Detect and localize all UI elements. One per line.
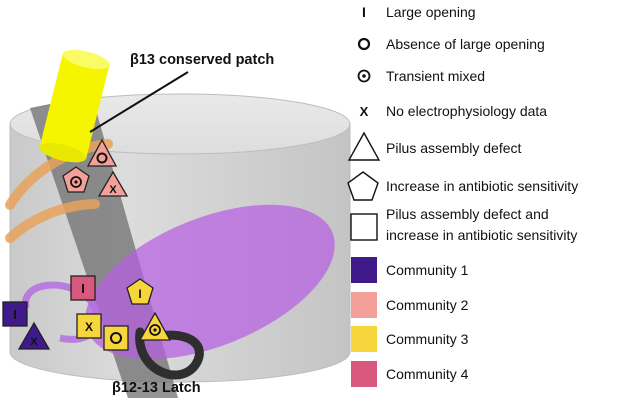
large-opening-i-icon: I [81,281,85,296]
marker-triangle-comm1-noephys: X [17,321,51,350]
legend-item-large-opening: I Large opening [362,4,475,20]
legend-label-community4: Community 4 [386,366,469,382]
legend-label-absence: Absence of large opening [386,36,545,52]
absence-circle-icon [357,37,371,51]
marker-square-comm1-large: I [2,301,28,327]
community1-swatch [351,257,377,283]
legend-item-transient: Transient mixed [357,68,485,84]
callout-latch: β12-13 Latch [112,380,201,396]
no-ephys-x-icon: X [85,320,93,334]
community4-swatch [351,361,377,387]
absence-circle-icon [110,332,122,344]
legend-item-antibiotic: Increase in antibiotic sensitivity [347,171,578,201]
legend-item-community2: Community 2 [351,292,469,318]
helix-body [39,53,110,159]
transient-dot-icon [153,328,157,332]
purple-loop-ellipse [85,204,335,360]
transient-circle-icon [70,176,82,188]
transient-dot-icon [74,180,78,184]
latch-loop [135,327,204,380]
no-ephys-x-icon: X [360,104,369,119]
marker-square-comm4-large: I [70,275,96,301]
square-shape [76,313,102,339]
square-shape [103,325,129,351]
marker-triangle-comm2-absence [86,138,118,167]
callout-leader [89,71,189,133]
triangle-outline-icon [347,131,381,161]
no-ephys-x-icon: X [109,184,117,196]
orange-loop-outer [5,139,113,210]
large-opening-i-icon: I [13,307,17,322]
helix-cap [62,49,110,70]
legend: I Large opening Absence of large opening… [347,4,578,387]
triangle-shape [138,311,172,341]
transient-circle-icon [357,69,371,83]
helix-base [39,142,87,163]
pentagon-shape [126,278,154,305]
transient-circle-icon [149,324,161,336]
community2-swatch [351,292,377,318]
legend-item-no-ephys: X No electrophysiology data [360,103,548,119]
legend-label-both-line1: Pilus assembly defect and [386,206,549,222]
marker-square-comm3-noephys: X [76,313,102,339]
no-ephys-x-icon: X [30,336,38,348]
marker-triangle-comm3-transient [138,311,172,341]
marker-triangle-comm2-noephys: X [97,170,129,197]
pentagon-shape [62,166,90,193]
transient-dot-icon [362,74,366,78]
triangle-shape [17,321,51,350]
legend-label-antibiotic: Increase in antibiotic sensitivity [386,178,578,194]
legend-label-community2: Community 2 [386,297,469,313]
community3-swatch [351,326,377,352]
legend-item-community1: Community 1 [351,257,469,283]
legend-item-community4: Community 4 [351,361,469,387]
square-outline-icon [350,213,378,241]
square-shape [2,301,28,327]
large-opening-i-icon: I [362,4,366,20]
large-opening-i-icon: I [138,287,141,301]
legend-label-no-ephys: No electrophysiology data [386,103,547,119]
legend-item-community3: Community 3 [351,326,469,352]
callout-conserved-patch: β13 conserved patch [130,52,274,68]
marker-pentagon-comm3-large: I [126,278,154,305]
legend-label-transient: Transient mixed [386,68,485,84]
legend-label-community3: Community 3 [386,331,469,347]
square-shape [70,275,96,301]
legend-item-both: Pilus assembly defect and increase in an… [350,206,577,243]
pentagon-outline-icon [347,171,379,201]
absence-circle-icon [96,152,108,164]
orange-loop [5,139,113,243]
marker-pentagon-comm2-transient [62,166,90,193]
legend-label-community1: Community 1 [386,262,469,278]
yellow-helix [39,49,110,163]
orange-loop-inner [5,199,100,243]
legend-label-both-line2: increase in antibiotic sensitivity [386,227,577,243]
marker-square-comm3-absence [103,325,129,351]
legend-label-large-opening: Large opening [386,4,476,20]
triangle-shape [97,170,129,197]
legend-item-pilus-defect: Pilus assembly defect [347,131,522,161]
legend-label-pilus-defect: Pilus assembly defect [386,140,522,156]
legend-item-absence: Absence of large opening [357,36,545,52]
